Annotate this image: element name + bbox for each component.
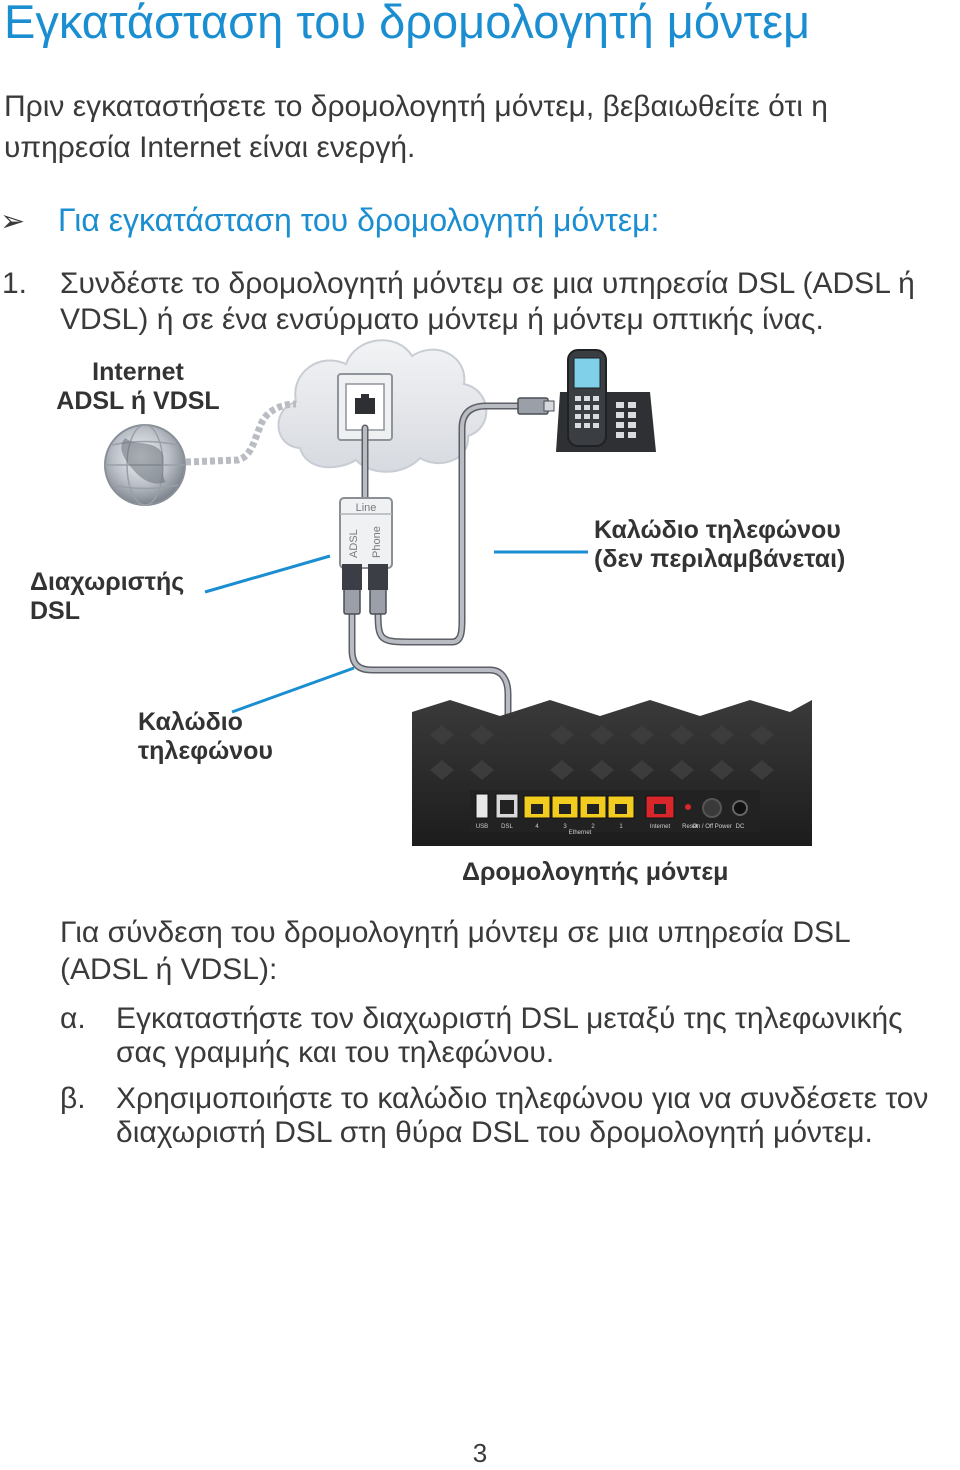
globe-icon [104,424,186,506]
splitter-label-line2: DSL [30,597,80,625]
phone-cables [348,402,524,746]
internet-line [185,400,297,466]
router-port-dsl: DSL [501,824,513,830]
intro-paragraph: Πριν εγκαταστήσετε το δρομολογητή μόντεμ… [4,90,828,164]
telephone-icon [556,349,656,452]
wall-jack-icon [337,373,393,441]
step-1: 1. Συνδέστε το δρομολογητή μόντεμ σε μια… [2,266,960,338]
substep-a-marker: α. [60,1002,86,1035]
router-power-label: On / Off Power [692,824,732,830]
substep-b-text: Χρησιμοποιήστε το καλώδιο τηλεφώνου για … [116,1082,929,1149]
splitter-label: Διαχωριστής DSL [30,568,184,626]
router-port-usb: USB [476,824,488,830]
router-port-internet: Internet [650,824,671,830]
substep-b-marker: β. [60,1082,86,1115]
router-port-lan1: 1 [619,824,623,830]
internet-label-line2: ADSL ή VDSL [56,387,220,415]
diagram-illustration: Line ADSL Phone [104,339,812,846]
router-port-lan3: 3 [563,824,567,830]
arrow-bullet-icon: ➢ [0,205,26,238]
step-number: 1. [2,267,28,300]
callout-lines [204,550,588,714]
phone-cable-label: Καλώδιο τηλεφώνου [138,708,273,766]
splitter-label-line1: Διαχωριστής [30,568,185,596]
substeps-intro: Για σύνδεση του δρομολογητή μόντεμ σε μι… [60,916,850,986]
substep-a-text: Εγκαταστήστε τον διαχωριστή DSL μεταξύ τ… [116,1002,903,1069]
splitter-phone-text: Phone [371,526,383,558]
router-label: Δρομολογητής μόντεμ [462,858,729,886]
substep-b: β. Χρησιμοποιήστε το καλώδιο τηλεφώνου γ… [60,1082,960,1150]
phone-cable-not-included-label: Καλώδιο τηλεφώνου (δεν περιλαμβάνεται) [594,516,845,574]
splitter-adsl-text: ADSL [348,529,360,558]
splitter-line-text: Line [356,502,377,514]
step-text: Συνδέστε το δρομολογητή μόντεμ σε μια υπ… [60,267,915,336]
router-port-lan4: 4 [535,824,539,830]
dsl-splitter-icon [339,497,393,590]
router-ethernet-label: Ethernet [569,830,592,836]
cable-label-line1: Καλώδιο [138,708,243,736]
internet-label-line1: Internet [92,358,184,386]
router-dc-label: DC [736,824,745,830]
page-title: Εγκατάσταση του δρομολογητή μόντεμ [4,0,811,48]
connection-diagram: Line ADSL Phone [0,330,960,890]
router-port-lan2: 2 [591,824,595,830]
router-reset-label: Reset [682,824,698,830]
phone-cable-label-line1: Καλώδιο τηλεφώνου [594,516,841,544]
substep-a: α. Εγκαταστήστε τον διαχωριστή DSL μεταξ… [60,1002,960,1070]
procedure-heading-text: Για εγκατάσταση του δρομολογητή μόντεμ: [58,202,660,238]
page-number: 3 [472,1438,488,1468]
phone-cable-label-line2: (δεν περιλαμβάνεται) [594,545,846,573]
cable-label-line2: τηλεφώνου [138,737,273,765]
modem-router-icon: USB DSL 4 3 2 1 Internet Reset On / Off … [412,700,812,846]
internet-label: Internet ADSL ή VDSL [48,358,228,416]
procedure-heading: ➢ Για εγκατάσταση του δρομολογητή μόντεμ: [0,202,950,239]
